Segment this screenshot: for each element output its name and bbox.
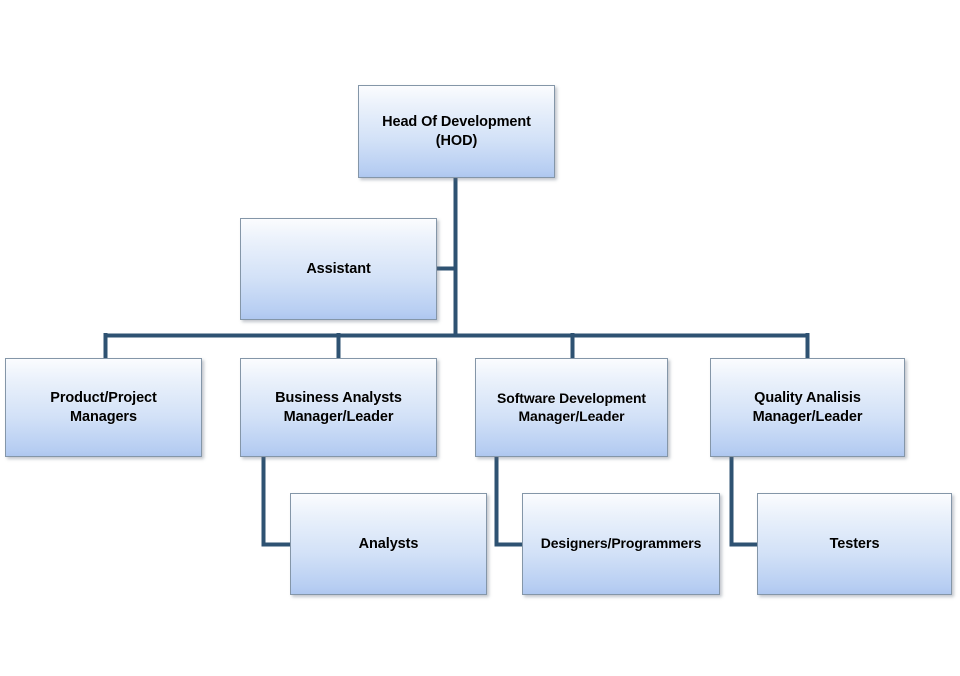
edge-software-development-manager-to-designers-programmers <box>494 456 523 547</box>
node-label-business-analysts-manager: Business Analysts Manager/Leader <box>275 389 402 425</box>
node-testers[interactable]: Testers <box>757 493 952 595</box>
node-label-product-project-managers: Product/Project Managers <box>50 389 157 425</box>
node-assistant[interactable]: Assistant <box>240 218 437 320</box>
node-business-analysts-manager[interactable]: Business Analysts Manager/Leader <box>240 358 437 457</box>
node-analysts[interactable]: Analysts <box>290 493 487 595</box>
node-label-designers-programmers: Designers/Programmers <box>540 535 702 552</box>
node-label-quality-analisis-manager: Quality Analisis Manager/Leader <box>752 389 863 425</box>
node-designers-programmers[interactable]: Designers/Programmers <box>522 493 720 595</box>
node-label-assistant: Assistant <box>306 260 371 277</box>
node-head-of-development[interactable]: Head Of Development (HOD) <box>358 85 555 178</box>
node-quality-analisis-manager[interactable]: Quality Analisis Manager/Leader <box>710 358 905 457</box>
node-label-software-development-manager: Software Development Manager/Leader <box>497 389 646 424</box>
node-label-analysts: Analysts <box>358 535 419 552</box>
node-label-head-of-development: Head Of Development (HOD) <box>382 113 531 149</box>
node-software-development-manager[interactable]: Software Development Manager/Leader <box>475 358 668 457</box>
edge-quality-analisis-manager-to-testers <box>729 456 758 547</box>
edge-business-analysts-manager-to-analysts <box>261 456 291 547</box>
node-product-project-managers[interactable]: Product/Project Managers <box>5 358 202 457</box>
node-label-testers: Testers <box>829 535 880 552</box>
